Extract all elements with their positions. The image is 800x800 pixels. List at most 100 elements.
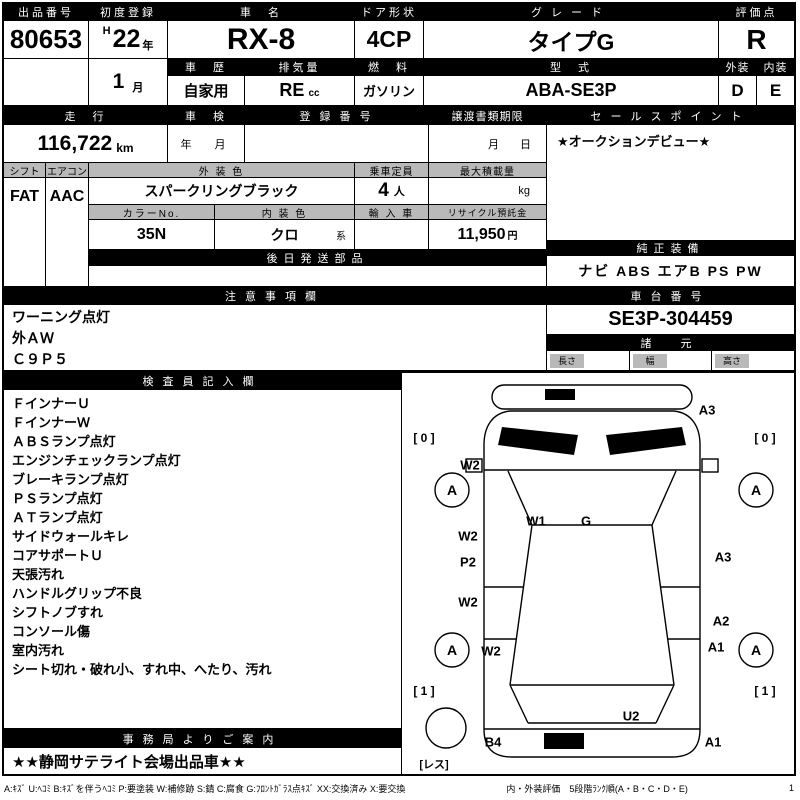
sales-point-value-cell: ★オークションデビュー★ [547,125,794,240]
displacement-text: RE [279,80,305,100]
dimensions-label: 諸 元 [547,335,794,351]
separator-line [4,371,794,373]
fuel-value: ガソリン [355,76,424,106]
sheet-border [2,2,796,776]
exterior-label: 外装 [719,59,757,76]
max-load-label: 最大積載量 [429,163,547,178]
diagram-annotation: A1 [707,639,725,655]
inspection-label: 車 検 [168,107,245,125]
windshield-lines [484,469,700,526]
cabin-lines [509,524,675,686]
front-left-wheel [434,472,470,508]
inspector-line: エンジンチェックランプ点灯 [12,453,181,468]
later-parts-value [89,266,547,287]
notes-label: 注意事項欄 [4,288,547,305]
interior-grade: E [757,76,794,106]
imported-label: 輸 入 車 [355,205,429,220]
front-right-wheel [738,472,774,508]
legend-damage-codes: A:ｷｽﾞ U:ﾍｺﾐ B:ｷｽﾞを伴うﾍｺﾐ P:要塗装 W:補修跡 S:錆 … [4,783,406,794]
shift-value: FAT [4,178,46,287]
recycle-deposit-value: 11,950 円 [429,220,547,250]
era-letter: H [102,25,111,37]
notes-line: Ｃ９Ｐ５ [12,351,68,367]
sales-point-text: ★オークションデビュー★ [557,134,711,149]
damage-diagram: A3 [ 0 ] W2 [ 0 ] A A W1 G W2 P2 A3 W2 A… [402,373,794,774]
recycle-amount: 11,950 [457,225,506,243]
color-no-value: 35N [89,220,215,250]
separator-line [4,286,794,288]
car-name-label: 車 名 [168,4,355,21]
exterior-grade: D [719,76,757,106]
model-code-label: 型 式 [424,59,719,76]
inspector-line: ＦインナーＵ [12,396,91,411]
dimension-height-cell: 高さ [712,351,794,371]
wheel-mark: A [446,482,458,498]
dimension-length-cell: 長さ [547,351,630,371]
rear-left-wheel [434,632,470,668]
length-tag: 長さ [550,353,584,368]
legend-page-number: 1 [788,783,794,793]
inspector-line: ブレーキランプ点灯 [12,472,129,487]
later-parts-label: 後日発送部品 [89,250,547,266]
capacity-value: 4 人 [355,178,429,205]
diagram-annotation: B4 [484,734,502,750]
diagram-annotation: G [580,513,592,529]
capacity-unit: 人 [393,186,405,198]
imported-value [355,220,429,250]
inspector-line: シート切れ・破れ小、すれ中、へたり、汚れ [12,662,272,677]
shift-label: シフト [4,163,46,178]
wheel-mark: A [750,642,762,658]
inspector-line: 室内汚れ [12,643,65,658]
dimension-width-cell: 幅 [630,351,712,371]
diagram-annotation: A3 [698,402,716,418]
inspector-line: コンソール傷 [12,624,91,639]
separator-line [4,729,402,731]
wheel-mark: A [750,482,762,498]
mileage-number: 116,722 [37,131,113,155]
displacement-label: 排気量 [245,59,355,76]
width-tag: 幅 [633,353,667,368]
diagram-annotation: W2 [481,643,501,659]
legend-eval-scale: 内・外装評価 5段階ﾗﾝｸ順(A・B・C・D・E) [506,783,688,794]
diagram-annotation: W2 [458,594,478,610]
diagram-annotation: [ 0 ] [413,431,435,445]
diagram-annotation: W2 [458,528,478,544]
rear-plate [544,733,584,749]
inspector-line: 天張汚れ [12,567,65,582]
history-value: 自家用 [168,76,245,106]
front-bumper [491,384,693,410]
first-registration-year: H 22 年 [89,21,168,59]
inspector-line: ＰＳランプ点灯 [12,491,103,506]
inspector-line: ＡＢＳランプ点灯 [12,434,116,449]
color-no-label: カラーNo. [89,205,215,220]
right-headlight [606,427,686,455]
recycle-unit: 円 [507,231,518,242]
inspector-line: シフトノブすれ [12,605,104,620]
mileage-label: 走 行 [4,107,168,125]
aircon-value: AAC [46,178,89,287]
door-shape-label: ドア形状 [355,4,424,21]
car-body-outline [483,410,701,758]
car-top-view [425,384,774,758]
front-plate [545,389,575,400]
exterior-color-value: スパークリングブラック [89,178,355,205]
lot-number-label: 出品番号 [4,4,89,21]
lot-number-empty-cell [4,59,89,106]
fuel-label: 燃 料 [355,59,424,76]
right-mirror [701,458,719,473]
score-label: 評価点 [719,4,794,21]
notes-line: 外ＡＷ [12,330,54,346]
score-value: R [719,21,794,59]
office-info-label: 事務局よりご案内 [4,731,402,748]
chassis-number-label: 車台番号 [547,288,794,305]
inspector-line: ＡＴランプ点灯 [12,510,103,525]
aircon-label: エアコン [46,163,89,178]
interior-color-suffix: 系 [336,231,346,242]
door-lines [484,586,700,640]
interior-label: 内装 [757,59,794,76]
diagram-annotation: P2 [460,554,476,570]
sales-point-label: セールスポイント [547,107,794,125]
rear-right-wheel [738,632,774,668]
recycle-deposit-label: リサイクル預託金 [429,205,547,220]
diagram-annotation: A3 [714,549,732,565]
